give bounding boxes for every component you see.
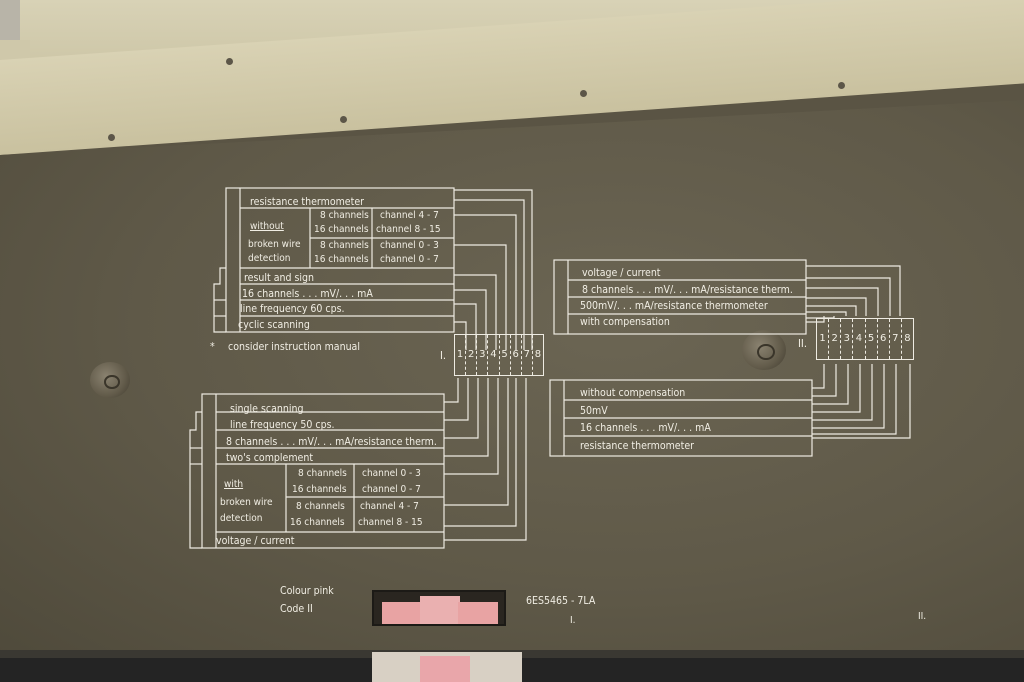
dip-position-5: 5 bbox=[864, 319, 877, 359]
mv-ma-rt-label: 8 channels . . . mV/. . . mA/resistance … bbox=[582, 284, 793, 296]
coding-key-pink bbox=[458, 602, 498, 624]
channel-range-label: channel 8 - 15 bbox=[376, 224, 441, 235]
channels-16-label: 16 channels bbox=[314, 254, 369, 265]
code-label: Code II bbox=[280, 603, 313, 615]
detection-label: detection bbox=[248, 253, 291, 264]
500mv-label: 500mV/. . . mA/resistance thermometer bbox=[580, 300, 768, 312]
channels-16-label: 16 channels bbox=[292, 484, 347, 495]
dip-position-3: 3 bbox=[476, 335, 487, 375]
dip-position-6: 6 bbox=[509, 335, 521, 375]
result-and-sign-label: result and sign bbox=[244, 272, 315, 284]
channel-range-label: channel 4 - 7 bbox=[360, 501, 419, 512]
line-frequency-label: line frequency 50 cps. bbox=[230, 419, 335, 431]
broken-wire-label: broken wire bbox=[220, 497, 273, 508]
without-label: without bbox=[250, 221, 284, 232]
with-compensation-label: with compensation bbox=[580, 316, 670, 328]
single-scanning-label: single scanning bbox=[230, 403, 304, 415]
channel-range-label: channel 0 - 3 bbox=[362, 468, 421, 479]
panel-screw-left bbox=[90, 362, 130, 398]
module-front-panel bbox=[0, 100, 1024, 660]
mv-ma-rt-label: 8 channels . . . mV/. . . mA/resistance … bbox=[226, 436, 437, 448]
dip-position-8: 8 bbox=[531, 335, 543, 375]
part-number-label: 6ES5465 - 7LA bbox=[526, 595, 596, 607]
dip-position-7: 7 bbox=[520, 335, 532, 375]
dip-position-7: 7 bbox=[888, 319, 901, 359]
mark-ii-label: II. bbox=[918, 611, 927, 622]
broken-wire-label: broken wire bbox=[248, 239, 301, 250]
channel-range-label: channel 0 - 3 bbox=[380, 240, 439, 251]
channel-range-label: channel 4 - 7 bbox=[380, 210, 439, 221]
resistance-thermometer-label: resistance thermometer bbox=[250, 196, 365, 208]
dip-position-4: 4 bbox=[487, 335, 498, 375]
cyclic-scanning-label: cyclic scanning bbox=[238, 319, 310, 331]
channels-16-label: 16 channels bbox=[314, 224, 369, 235]
channels-8-label: 8 channels bbox=[320, 210, 369, 221]
dip-position-3: 3 bbox=[840, 319, 852, 359]
channels-8-label: 8 channels bbox=[320, 240, 369, 251]
screw bbox=[340, 116, 347, 123]
voltage-current-label: voltage / current bbox=[582, 267, 661, 279]
channel-range-label: channel 0 - 7 bbox=[380, 254, 439, 265]
coding-key-pink bbox=[420, 596, 460, 624]
coding-clip-slot bbox=[372, 590, 506, 626]
50mv-label: 50mV bbox=[580, 405, 608, 417]
resistance-thermometer-label: resistance thermometer bbox=[580, 440, 695, 452]
channel-range-label: channel 8 - 15 bbox=[358, 517, 423, 528]
channels-16-label: 16 channels bbox=[290, 517, 345, 528]
colour-label: Colour pink bbox=[280, 585, 334, 597]
asterisk-mark: * bbox=[210, 341, 215, 353]
channels-8-label: 8 channels bbox=[298, 468, 347, 479]
dip-position-4: 4 bbox=[852, 319, 864, 359]
dip-position-6: 6 bbox=[876, 319, 889, 359]
dip-position-5: 5 bbox=[498, 335, 510, 375]
dip-position-2: 2 bbox=[465, 335, 476, 375]
dip-position-1: 1 bbox=[456, 349, 464, 360]
dip-position-2: 2 bbox=[828, 319, 840, 359]
coding-key-pink bbox=[382, 602, 422, 624]
switch-ii-label: II. bbox=[798, 337, 807, 350]
voltage-current-label: voltage / current bbox=[216, 535, 295, 547]
twos-complement-label: two's complement bbox=[226, 452, 314, 464]
without-compensation-label: without compensation bbox=[580, 387, 686, 399]
dip-switch-i: 1 2 3 4 5 6 7 8 bbox=[454, 334, 544, 376]
channels-8-label: 8 channels bbox=[296, 501, 345, 512]
channel-range-label: channel 0 - 7 bbox=[362, 484, 421, 495]
coding-key-stem bbox=[420, 656, 470, 682]
mv-ma-label: 16 channels . . . mV/. . . mA bbox=[580, 422, 711, 434]
screw bbox=[838, 82, 845, 89]
panel-screw-right bbox=[742, 330, 786, 370]
mv-ma-label: 16 channels . . . mV/. . . mA bbox=[242, 288, 373, 300]
screw bbox=[226, 58, 233, 65]
dip-position-1: 1 bbox=[819, 333, 826, 344]
detection-label: detection bbox=[220, 513, 263, 524]
screw bbox=[108, 134, 115, 141]
dip-switch-ii: 1 2 3 4 5 6 7 8 bbox=[816, 318, 914, 360]
mark-i-label: I. bbox=[570, 615, 576, 626]
with-label: with bbox=[224, 479, 244, 490]
dip-position-8: 8 bbox=[900, 319, 913, 359]
line-frequency-label: line frequency 60 cps. bbox=[240, 303, 345, 315]
coding-key-base bbox=[372, 652, 522, 682]
instruction-note: consider instruction manual bbox=[228, 341, 360, 353]
screw bbox=[580, 90, 587, 97]
switch-i-label: I. bbox=[440, 349, 447, 362]
